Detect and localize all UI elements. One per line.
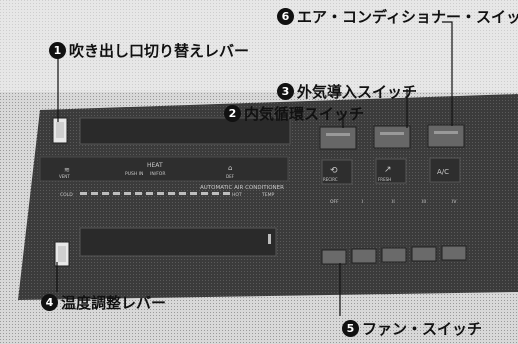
auto-ac-label: AUTOMATIC AIR CONDITIONER — [200, 185, 284, 191]
callout-recirc-switch-label: 内気循環スイッチ — [244, 105, 365, 123]
fresh-button[interactable] — [373, 125, 411, 149]
callout-vent-lever: 1 吹き出し口切り替えレバー — [49, 40, 249, 61]
temp-scale-dash — [91, 192, 98, 195]
in-for-label: IN/FOR — [150, 171, 165, 177]
cold-label: COLD — [60, 192, 73, 198]
temp-scale-dash — [223, 192, 230, 195]
callout-recirc-switch: 2 内気循環スイッチ — [224, 103, 364, 124]
recirc-icon: ⟲ — [330, 166, 338, 176]
temp-scale-dash — [124, 192, 131, 195]
ac-button[interactable] — [427, 124, 465, 148]
temp-scale-dash — [168, 192, 175, 195]
push-in-label: PUSH IN — [125, 171, 143, 177]
callout-temp-lever-label: 温度調整レバー — [61, 294, 167, 312]
temp-scale-dash — [135, 192, 142, 195]
temp-scale-dash — [146, 192, 153, 195]
callout-number-5: 5 — [342, 320, 359, 337]
defrost-icon: ⌂ — [228, 164, 232, 172]
callout-number-6: 6 — [277, 8, 294, 25]
recirc-button[interactable] — [319, 126, 357, 150]
fan-switch-button[interactable] — [441, 245, 467, 261]
fresh-icon: ↗ — [384, 165, 392, 175]
callout-number-2: 2 — [224, 105, 241, 122]
fan-switch-button[interactable] — [381, 247, 407, 263]
temp-scale-dash — [212, 192, 219, 195]
callout-fan-switch: 5 ファン・スイッチ — [342, 318, 482, 339]
fan-speed-label: IV — [452, 199, 457, 205]
callout-number-3: 3 — [277, 83, 294, 100]
fan-switch-buttons — [321, 245, 467, 265]
fan-switch-button[interactable] — [411, 246, 437, 262]
callout-fresh-switch: 3 外気導入スイッチ — [277, 81, 417, 102]
vent-mode-icon: ≋ — [64, 166, 70, 174]
callout-fan-switch-label: ファン・スイッチ — [362, 320, 483, 338]
temp-scale — [80, 192, 230, 195]
callout-ac-switch-label: エア・コンディショナー・スイッチ — [297, 8, 518, 26]
callout-fresh-switch-label: 外気導入スイッチ — [297, 83, 418, 101]
callout-number-1: 1 — [49, 42, 66, 59]
callout-temp-lever: 4 温度調整レバー — [41, 292, 166, 313]
callout-number-4: 4 — [41, 294, 58, 311]
temp-scale-dash — [190, 192, 197, 195]
leader-lines — [56, 21, 453, 316]
temp-scale-dash — [80, 192, 87, 195]
fan-speed-label: I — [362, 199, 363, 205]
ac-label: A/C — [437, 168, 449, 176]
temp-indicator — [268, 234, 271, 244]
fresh-label: FRESH — [378, 177, 391, 182]
recirc-label: RECIRC — [323, 177, 338, 182]
display-strip — [39, 156, 289, 182]
temp-slot — [79, 227, 277, 257]
vent-label: VENT — [59, 174, 70, 179]
temp-label: TEMP — [261, 192, 274, 198]
heat-label: HEAT — [147, 162, 163, 169]
fan-speed-label: III — [422, 199, 426, 205]
def-label: DEF — [226, 174, 235, 179]
hot-label: HOT — [232, 192, 242, 198]
fan-speed-label: II — [392, 199, 395, 205]
vent-slot — [79, 117, 291, 145]
callout-vent-lever-label: 吹き出し口切り替えレバー — [69, 42, 250, 60]
fan-switch-button[interactable] — [351, 248, 377, 264]
fan-switch-button[interactable] — [321, 249, 347, 265]
off-label: OFF — [330, 199, 339, 205]
temp-scale-dash — [113, 192, 120, 195]
temp-scale-dash — [201, 192, 208, 195]
temp-scale-dash — [102, 192, 109, 195]
temp-scale-dash — [179, 192, 186, 195]
temp-scale-dash — [157, 192, 164, 195]
callout-ac-switch: 6 エア・コンディショナー・スイッチ — [277, 6, 518, 27]
